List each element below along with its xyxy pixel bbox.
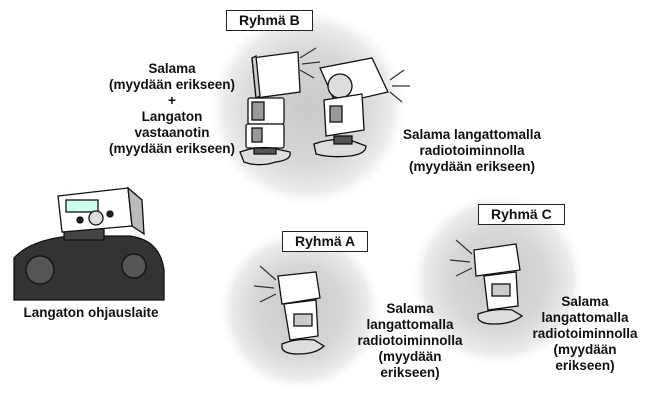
caption-line: radiotoiminnolla (384, 143, 560, 159)
caption-line: erikseen) (347, 365, 473, 381)
group-a-title: Ryhmä A (282, 231, 368, 252)
caption-line: Salama (94, 61, 250, 77)
group-c-caption: Salama langattomalla radiotoiminnolla (m… (522, 294, 648, 374)
caption-line: langattomalla (522, 310, 648, 326)
group-b-left-caption: Salama (myydään erikseen) + Langaton vas… (94, 61, 250, 157)
controller-caption: Langaton ohjauslaite (4, 305, 178, 321)
group-b-title: Ryhmä B (226, 10, 313, 31)
group-b-right-caption: Salama langattomalla radiotoiminnolla (m… (384, 127, 560, 175)
caption-line: radiotoiminnolla (347, 333, 473, 349)
caption-line: (myydään erikseen) (94, 141, 250, 157)
caption-line: Salama (347, 301, 473, 317)
caption-line: (myydään erikseen) (94, 77, 250, 93)
caption-line: langattomalla (347, 317, 473, 333)
caption-line: Langaton (94, 109, 250, 125)
caption-line: + (94, 93, 250, 109)
group-c-title: Ryhmä C (478, 204, 565, 225)
caption-line: (myydään (522, 342, 648, 358)
caption-line: radiotoiminnolla (522, 326, 648, 342)
caption-line: erikseen) (522, 358, 648, 374)
group-a-caption: Salama langattomalla radiotoiminnolla (m… (347, 301, 473, 381)
caption-line: (myydään (347, 349, 473, 365)
wireless-controller-icon (14, 188, 164, 300)
caption-line: vastaanotin (94, 125, 250, 141)
caption-line: Salama langattomalla (384, 127, 560, 143)
caption-line: (myydään erikseen) (384, 159, 560, 175)
caption-line: Salama (522, 294, 648, 310)
